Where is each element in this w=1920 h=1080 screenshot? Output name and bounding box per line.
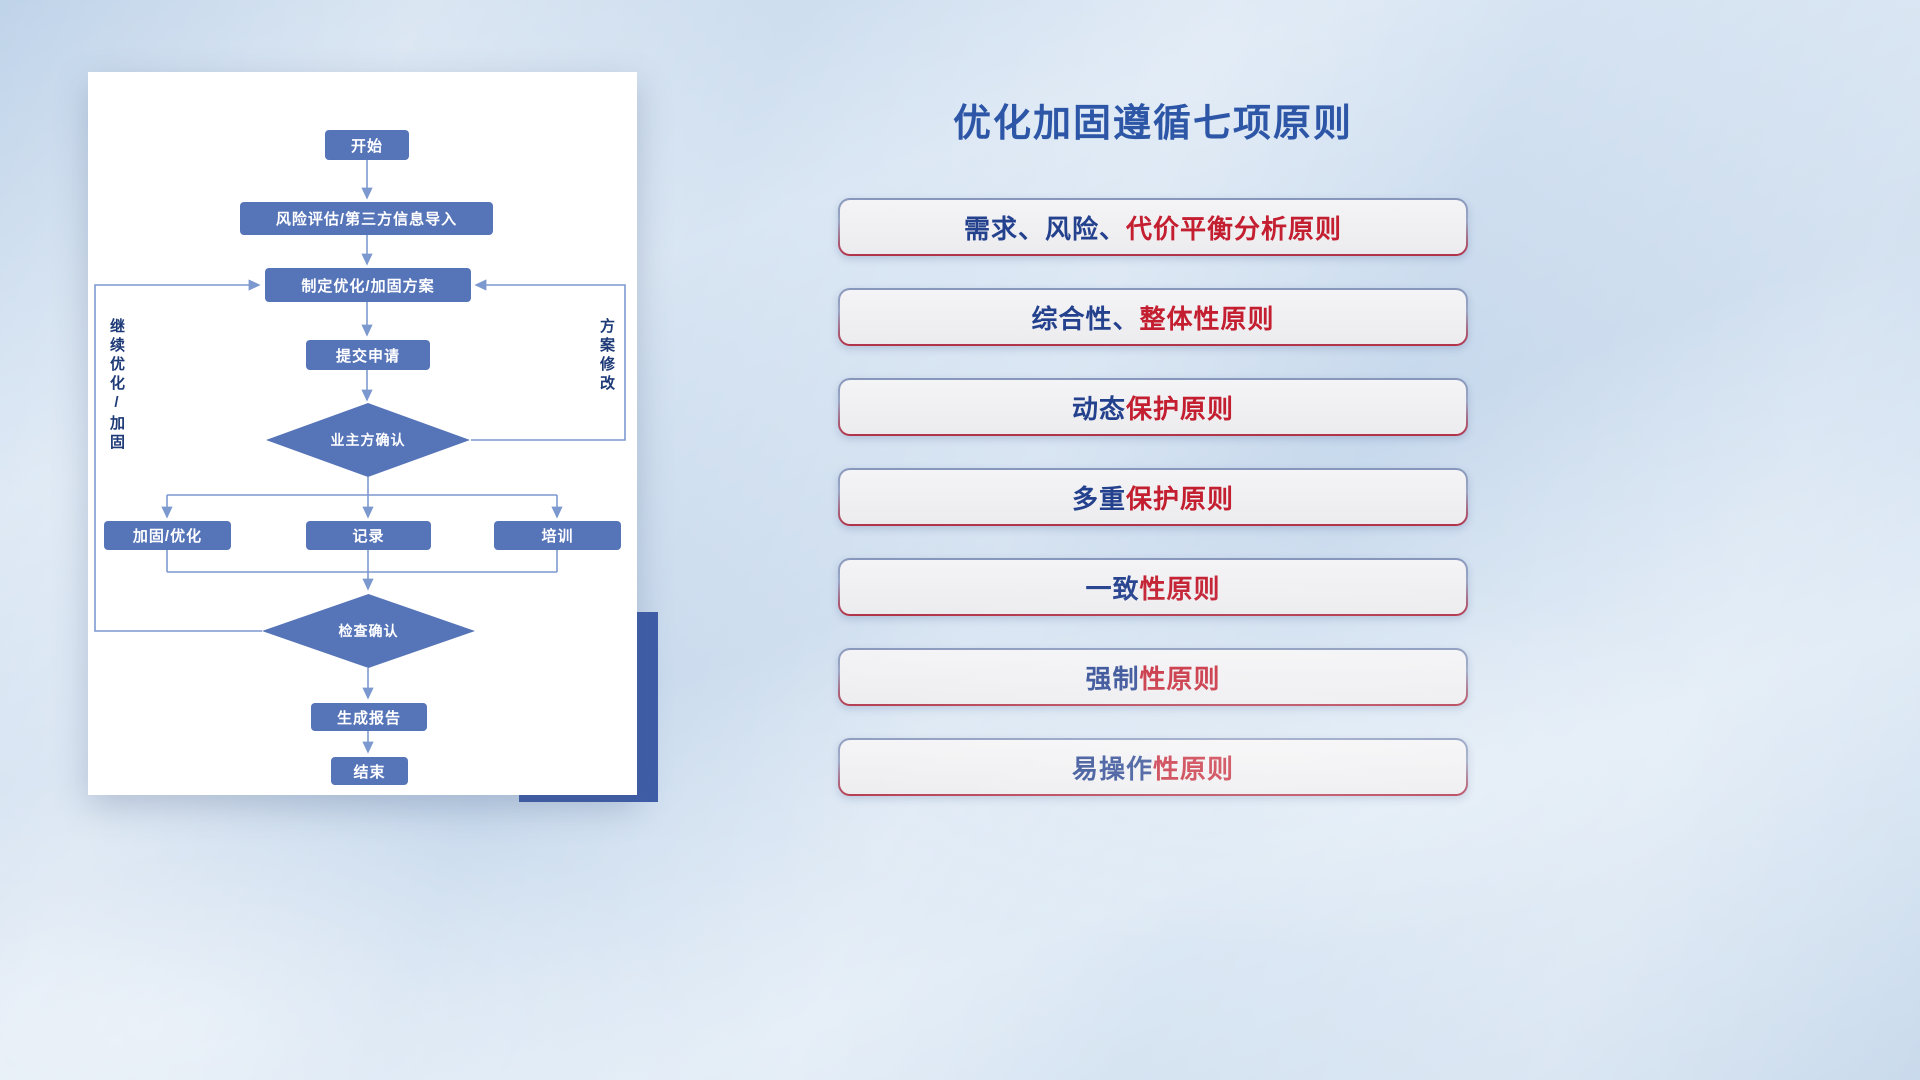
principle-text-blue: 综合性、 [1031, 303, 1140, 334]
loop-label-plan-modify: 方案修改 [598, 318, 615, 394]
principle-item-operable: 易操作性原则 [838, 738, 1468, 796]
loop-label-continue-optimize: 继续优化/加固 [108, 318, 125, 453]
flow-node-training: 培训 [494, 521, 621, 550]
principle-text-red: 代价平衡分析原则 [1126, 213, 1343, 244]
flow-node-report: 生成报告 [311, 703, 427, 731]
principle-text-red: 整体性原则 [1139, 303, 1275, 334]
page-title: 优化加固遵循七项原则 [952, 103, 1353, 145]
principle-text-red: 保护原则 [1126, 393, 1235, 424]
flowchart-panel: 开始 风险评估/第三方信息导入 制定优化/加固方案 提交申请 业主方确认 加固/… [88, 72, 637, 795]
flowchart-connectors [94, 160, 626, 754]
principle-item-dynamic: 动态保护原则 [838, 378, 1468, 436]
principle-item-consistency: 一致性原则 [838, 558, 1468, 616]
principle-text-red: 性原则 [1139, 573, 1221, 604]
flow-node-end: 结束 [331, 757, 408, 785]
flow-node-submit: 提交申请 [306, 340, 430, 370]
flow-node-harden: 加固/优化 [104, 521, 231, 550]
principle-item-mandatory: 强制性原则 [838, 648, 1468, 706]
principle-text-blue: 一致 [1085, 573, 1140, 604]
flow-node-record: 记录 [306, 521, 431, 550]
flow-node-make-plan: 制定优化/加固方案 [265, 268, 471, 302]
principle-text-red: 性原则 [1153, 753, 1235, 784]
principle-text-red: 性原则 [1139, 663, 1221, 694]
flow-node-start: 开始 [325, 130, 409, 160]
principle-item-multiple: 多重保护原则 [838, 468, 1468, 526]
flow-node-risk-import: 风险评估/第三方信息导入 [240, 202, 493, 235]
principle-text-blue: 需求、风险、 [963, 213, 1126, 244]
principle-text-blue: 强制 [1085, 663, 1140, 694]
principle-text-blue: 易操作 [1071, 753, 1153, 784]
principle-text-blue: 动态 [1071, 393, 1126, 424]
principle-item-balance: 需求、风险、代价平衡分析原则 [838, 198, 1468, 256]
principles-panel: 优化加固遵循七项原则 需求、风险、代价平衡分析原则 综合性、整体性原则 动态保护… [838, 92, 1468, 852]
principle-item-comprehensive: 综合性、整体性原则 [838, 288, 1468, 346]
principle-text-red: 保护原则 [1126, 483, 1235, 514]
principle-text-blue: 多重 [1071, 483, 1126, 514]
